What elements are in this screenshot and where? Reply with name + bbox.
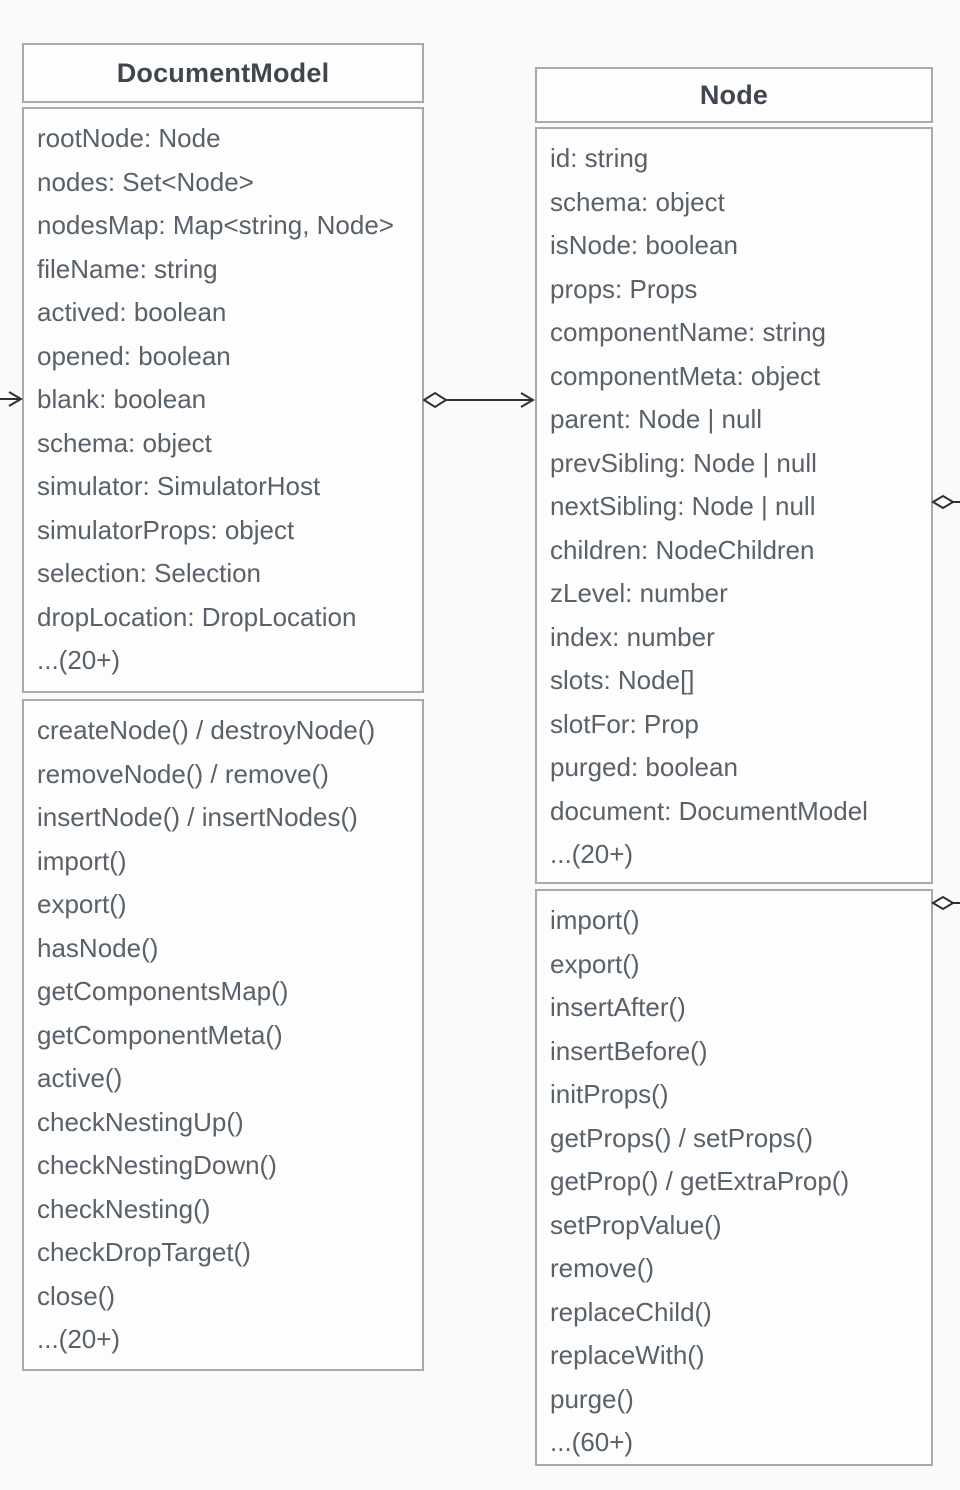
method-row: close() xyxy=(37,1280,116,1311)
method-row: export() xyxy=(37,889,127,919)
attribute-row: props: Props xyxy=(550,273,698,304)
method-row: createNode() / destroyNode() xyxy=(37,715,376,745)
method-row: remove() xyxy=(550,1253,655,1283)
aggregation-stub-node-upper xyxy=(931,494,960,510)
attribute-row: componentMeta: object xyxy=(550,360,821,391)
attribute-row: schema: object xyxy=(37,427,212,458)
attribute-row: ...(20+) xyxy=(37,645,121,675)
method-row: ...(20+) xyxy=(37,1324,121,1354)
method-row: getComponentMeta() xyxy=(37,1019,283,1050)
method-row: getComponentsMap() xyxy=(37,976,289,1006)
method-row: checkDropTarget() xyxy=(37,1237,251,1267)
attribute-row: children: NodeChildren xyxy=(550,534,815,565)
attribute-row: parent: Node | null xyxy=(550,404,762,434)
attribute-row: slots: Node[] xyxy=(550,665,695,695)
attribute-row: schema: object xyxy=(550,186,725,217)
documentmodel-attributes-compartment: rootNode: Node nodes: Set<Node> nodesMap: … xyxy=(22,107,424,693)
attribute-row: id: string xyxy=(550,143,649,173)
class-title-documentmodel: DocumentModel xyxy=(22,43,424,103)
method-row: getProps() / setProps() xyxy=(550,1122,813,1153)
association-arrow-into-documentmodel xyxy=(0,391,23,407)
attribute-row: ...(20+) xyxy=(550,839,634,869)
method-row: export() xyxy=(550,948,640,979)
attribute-row: nodesMap: Map<string, Node> xyxy=(37,210,394,240)
attribute-row: rootNode: Node xyxy=(37,123,221,153)
attribute-row: blank: boolean xyxy=(37,384,207,414)
class-box-node: Node id: string schema: object isNode: boo… xyxy=(535,67,933,1466)
attribute-row: simulator: SimulatorHost xyxy=(37,471,321,501)
method-row: import() xyxy=(550,905,640,935)
class-box-documentmodel: DocumentModel rootNode: Node nodes: Set<N… xyxy=(22,43,424,1371)
method-row: hasNode() xyxy=(37,932,159,963)
method-row: removeNode() / remove() xyxy=(37,758,329,789)
aggregation-documentmodel-to-node xyxy=(422,391,535,409)
method-row: replaceChild() xyxy=(550,1296,712,1327)
attribute-row: purged: boolean xyxy=(550,752,738,782)
method-row: checkNestingDown() xyxy=(37,1150,277,1180)
attribute-row: dropLocation: DropLocation xyxy=(37,601,357,632)
attribute-row: simulatorProps: object xyxy=(37,514,295,545)
class-title-node: Node xyxy=(535,67,933,123)
method-row: getProp() / getExtraProp() xyxy=(550,1166,850,1196)
node-attributes-compartment: id: string schema: object isNode: boolean p… xyxy=(535,127,933,884)
attribute-row: slotFor: Prop xyxy=(550,708,699,739)
method-row: import() xyxy=(37,845,127,876)
attribute-row: nextSibling: Node | null xyxy=(550,491,816,521)
attribute-row: zLevel: number xyxy=(550,578,728,608)
attribute-row: nodes: Set<Node> xyxy=(37,166,254,197)
attribute-row: componentName: string xyxy=(550,317,827,347)
attribute-row: opened: boolean xyxy=(37,340,231,371)
node-methods-compartment: import() export() insertAfter() insertBefor… xyxy=(535,889,933,1466)
method-row: setPropValue() xyxy=(550,1209,722,1240)
method-row: purge() xyxy=(550,1383,634,1414)
attribute-row: isNode: boolean xyxy=(550,230,738,260)
method-row: ...(60+) xyxy=(550,1427,634,1457)
attribute-row: document: DocumentModel xyxy=(550,795,868,826)
attribute-row: fileName: string xyxy=(37,253,218,284)
method-row: active() xyxy=(37,1063,123,1093)
method-row: insertBefore() xyxy=(550,1035,708,1066)
attribute-row: prevSibling: Node | null xyxy=(550,447,817,478)
documentmodel-methods-compartment: createNode() / destroyNode() removeNode()… xyxy=(22,699,424,1371)
attribute-row: index: number xyxy=(550,621,715,652)
aggregation-stub-node-lower xyxy=(931,895,960,911)
method-row: checkNestingUp() xyxy=(37,1106,244,1137)
method-row: replaceWith() xyxy=(550,1340,705,1370)
method-row: insertNode() / insertNodes() xyxy=(37,802,358,832)
method-row: checkNesting() xyxy=(37,1193,211,1224)
attribute-row: actived: boolean xyxy=(37,297,227,327)
method-row: insertAfter() xyxy=(550,992,686,1022)
method-row: initProps() xyxy=(550,1079,669,1109)
attribute-row: selection: Selection xyxy=(37,558,262,588)
